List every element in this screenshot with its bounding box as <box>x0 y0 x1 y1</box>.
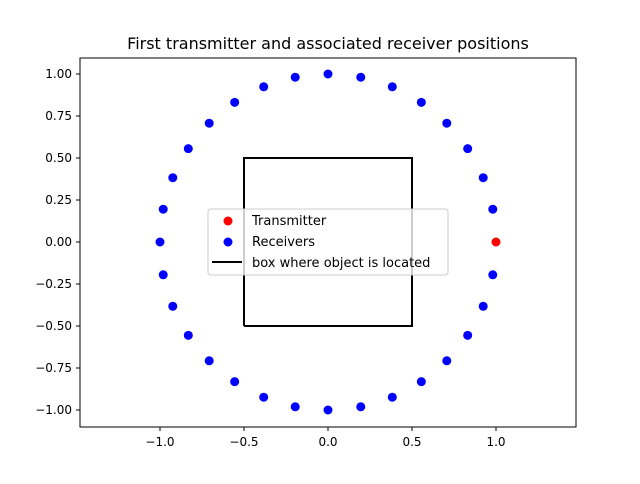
receiver-point <box>168 301 178 311</box>
x-axis: −1.0 −0.5 0.0 0.5 1.0 <box>145 427 506 449</box>
receivers-legend-marker <box>223 237 233 247</box>
receiver-point <box>323 405 333 415</box>
receiver-point <box>488 204 498 214</box>
plot-area <box>155 69 501 415</box>
y-tick-label: −0.75 <box>35 361 72 375</box>
receiver-point <box>387 82 397 92</box>
receiver-point <box>463 144 473 154</box>
receiver-point <box>290 402 300 412</box>
receiver-point <box>259 392 269 402</box>
receiver-point <box>478 173 488 183</box>
legend: Transmitter Receivers box where object i… <box>207 208 449 276</box>
x-tick-label: −0.5 <box>229 435 258 449</box>
receiver-point <box>323 69 333 79</box>
receiver-point <box>155 237 165 247</box>
receiver-point <box>204 356 214 366</box>
transmitter-legend-marker <box>223 216 233 226</box>
legend-label-transmitter: Transmitter <box>251 214 327 229</box>
y-axis: 1.00 0.75 0.50 0.25 0.00 −0.25 −0.50 −0.75 −1.00 <box>35 67 80 417</box>
receiver-point <box>356 72 366 82</box>
receiver-point <box>416 377 426 387</box>
receiver-point <box>158 270 168 280</box>
chart-title: First transmitter and associated receive… <box>127 34 529 53</box>
receiver-point <box>204 118 214 128</box>
y-tick-label: 0.00 <box>45 235 72 249</box>
x-tick-label: 0.5 <box>402 435 421 449</box>
receiver-point <box>290 72 300 82</box>
x-tick-label: 1.0 <box>486 435 505 449</box>
receiver-point <box>259 82 269 92</box>
receiver-point <box>183 144 193 154</box>
legend-box <box>207 208 449 276</box>
receiver-point <box>442 356 452 366</box>
receiver-point <box>356 402 366 412</box>
receiver-point <box>478 301 488 311</box>
receiver-point <box>230 377 240 387</box>
y-tick-label: 1.00 <box>45 67 72 81</box>
y-tick-label: 0.25 <box>45 193 72 207</box>
x-tick-label: −1.0 <box>145 435 174 449</box>
y-tick-label: −0.50 <box>35 319 72 333</box>
legend-label-receivers: Receivers <box>252 235 315 250</box>
y-tick-label: 0.50 <box>45 151 72 165</box>
receiver-point <box>488 270 498 280</box>
receiver-point <box>168 173 178 183</box>
receiver-point <box>442 118 452 128</box>
legend-label-box: box where object is located <box>252 256 430 271</box>
y-tick-label: −0.25 <box>35 277 72 291</box>
y-tick-label: 0.75 <box>45 109 72 123</box>
receiver-point <box>416 97 426 107</box>
receiver-point <box>463 330 473 340</box>
receiver-point <box>230 97 240 107</box>
transmitter-point <box>491 237 501 247</box>
receiver-point <box>158 204 168 214</box>
y-tick-label: −1.00 <box>35 403 72 417</box>
receiver-point <box>183 330 193 340</box>
receiver-point <box>387 392 397 402</box>
x-tick-label: 0.0 <box>318 435 337 449</box>
